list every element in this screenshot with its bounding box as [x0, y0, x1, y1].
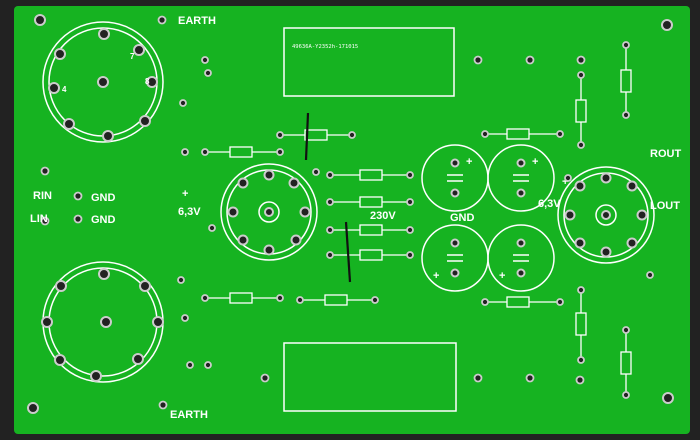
svg-text:+: +: [182, 188, 188, 200]
svg-text:+: +: [499, 270, 505, 282]
label-pin-4: 4: [62, 85, 67, 94]
svg-text:+: +: [532, 156, 538, 168]
jumper-wires: [304, 112, 352, 283]
resistors: [205, 45, 632, 395]
label-230v: 230V: [370, 210, 396, 222]
label-lin: LIN: [30, 213, 48, 225]
capacitor-symbols: [447, 174, 529, 262]
component-outline-bottom: [283, 342, 457, 412]
label-lout: LOUT: [650, 200, 680, 212]
label-part-number: 49636A-Y2352h-171015: [292, 44, 358, 50]
label-earth-top: EARTH: [178, 15, 216, 27]
tube-socket-right-pins: [564, 172, 648, 258]
pcb-board: [14, 6, 690, 434]
label-6-3v-right: 6,3V: [538, 198, 561, 210]
label-gnd-1: GND: [91, 192, 116, 204]
svg-text:+: +: [433, 270, 439, 282]
label-pin-7: 7: [130, 52, 135, 61]
tube-socket-bottom-left-pins: [41, 268, 164, 382]
vias: [40, 15, 654, 410]
label-rout: ROUT: [650, 148, 681, 160]
label-earth-bottom: EARTH: [170, 409, 208, 421]
capacitor-plus-signs: + + + + + +: [182, 156, 568, 282]
label-gnd-2: GND: [91, 214, 116, 226]
capacitors: [421, 144, 555, 292]
tube-socket-top-left-pins: [48, 28, 158, 142]
svg-text:+: +: [562, 176, 568, 188]
label-gnd-center: GND: [450, 212, 475, 224]
mounting-holes: [27, 14, 674, 414]
component-outline-top: [283, 27, 455, 97]
capacitor-pads: [450, 158, 526, 278]
tube-socket-center-left-pins: [227, 169, 311, 256]
svg-text:+: +: [466, 156, 472, 168]
label-6-3v-left: 6,3V: [178, 206, 201, 218]
label-rin: RIN: [33, 190, 52, 202]
label-pin-8: 8: [145, 77, 150, 86]
